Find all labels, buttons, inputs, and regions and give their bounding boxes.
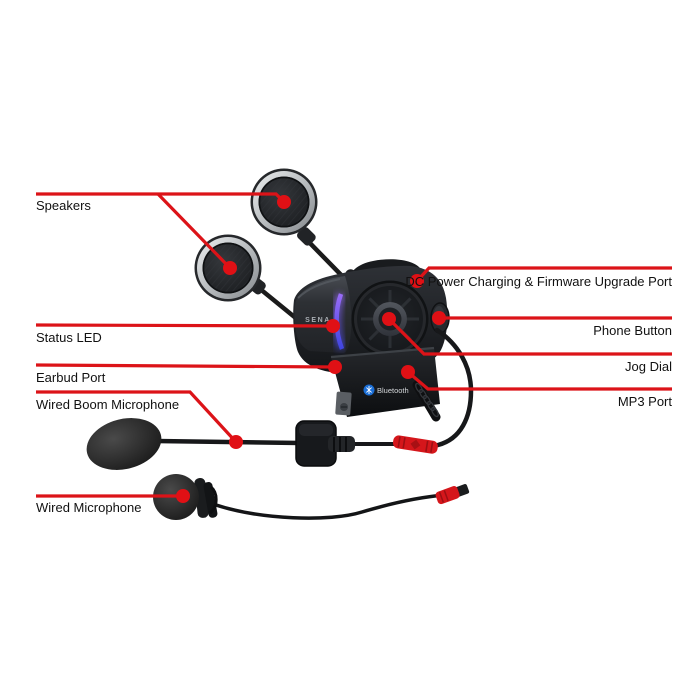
dot-mp3-port [401, 365, 415, 379]
jog-dial-line [387, 317, 672, 356]
dot-wired-mic [176, 489, 190, 503]
label-jog-dial: Jog Dial [625, 359, 672, 374]
dot-phone-button [432, 311, 446, 325]
callout-lines [35, 192, 672, 498]
label-status-led: Status LED [36, 330, 102, 345]
mic-plug [435, 484, 470, 505]
earbud-port-line [35, 363, 336, 369]
dot-jog-dial [382, 312, 396, 326]
wired-microphone [153, 474, 470, 520]
boom-mic-line [36, 390, 238, 444]
dot-status-led [326, 319, 340, 333]
label-wired-microphone: Wired Microphone [36, 500, 142, 515]
label-phone-button: Phone Button [593, 323, 672, 338]
dot-boom-mic [229, 435, 243, 449]
mp3-port-line [406, 370, 672, 391]
bluetooth-label: Bluetooth [377, 386, 409, 395]
callout-dots [176, 195, 446, 503]
dot-upper-speaker [277, 195, 291, 209]
dot-lower-speaker [223, 261, 237, 275]
bluetooth-icon [363, 384, 375, 396]
boom-mic-foam [86, 418, 162, 470]
label-dc-power-port: DC Power Charging & Firmware Upgrade Por… [405, 274, 672, 289]
inline-connector [392, 435, 438, 454]
label-earbud-port: Earbud Port [36, 370, 106, 385]
cradle-mount: Bluetooth [330, 346, 440, 417]
dot-earbud-port [328, 360, 342, 374]
dot-dc-port [410, 274, 424, 288]
label-speakers: Speakers [36, 198, 91, 213]
label-mp3-port: MP3 Port [617, 394, 672, 409]
sena-logo: SENA [305, 317, 331, 324]
speakers-line-branch [156, 192, 232, 270]
device-cables [412, 327, 474, 448]
status-led-line [35, 323, 334, 328]
boom-microphone [86, 418, 398, 470]
label-wired-boom-microphone: Wired Boom Microphone [36, 397, 180, 412]
